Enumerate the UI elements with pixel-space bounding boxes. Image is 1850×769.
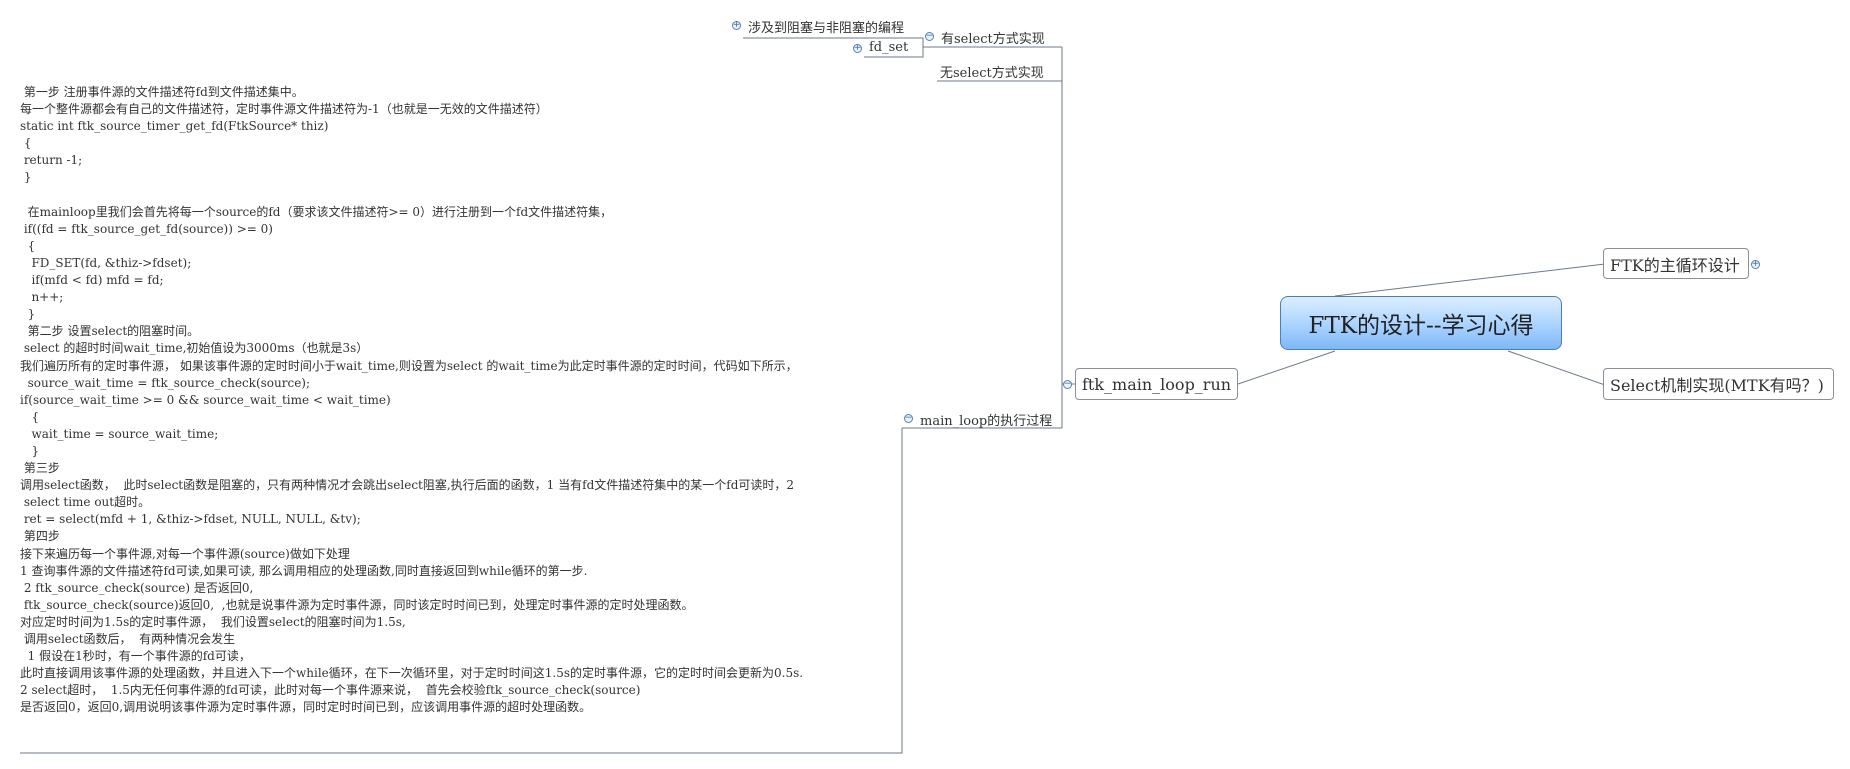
central-topic[interactable]: FTK的设计--学习心得 xyxy=(1280,296,1562,350)
central-topic-title: FTK的设计--学习心得 xyxy=(1308,313,1534,339)
note-line xyxy=(20,187,900,204)
subtopic-with-select[interactable]: 有select方式实现 xyxy=(941,32,1045,47)
note-line: 第一步 注册事件源的文件描述符fd到文件描述集中。 xyxy=(20,85,304,99)
note-line: 调用select函数， 此时select函数是阻塞的，只有两种情况才会跳出sel… xyxy=(20,478,795,493)
collapse-icon[interactable]: − xyxy=(925,31,934,41)
topic-label: Select机制实现(MTK有吗？) xyxy=(1610,376,1824,395)
note-line: if((fd = ftk_source_get_fd(source)) >= 0… xyxy=(20,221,273,236)
note-line: { xyxy=(20,409,40,424)
note-line: select 的超时时间wait_time,初始值设为3000ms（也就是3s） xyxy=(20,341,369,356)
note-line: { xyxy=(20,238,36,253)
note-line: 每一个整件源都会有自己的文件描述符，定时事件源文件描述符为-1（也就是一无效的文… xyxy=(20,102,548,117)
note-line: 在mainloop里我们会首先将每一个source的fd（要求该文件描述符>= … xyxy=(20,204,613,219)
note-line: } xyxy=(20,443,40,458)
note-line: } xyxy=(20,307,36,322)
note-line: static int ftk_source_timer_get_fd(FtkSo… xyxy=(20,119,329,134)
note-line: ftk_source_check(source)返回0, ,也就是说事件源为定时… xyxy=(20,597,694,612)
topic-label: FTK的主循环设计 xyxy=(1610,255,1740,275)
note-line: 2 select超时， 1.5内无任何事件源的fd可读，此时对每一个事件源来说，… xyxy=(20,683,641,698)
topic-main-loop-run[interactable]: ftk_main_loop_run xyxy=(1075,368,1238,400)
note-line: 我们遍历所有的定时事件源， 如果该事件源的定时时间小于wait_time,则设置… xyxy=(20,358,798,373)
note-line: { xyxy=(20,136,32,151)
note-line: 调用select函数后， 有两种情况会发生 xyxy=(20,632,236,646)
note-line: 1 查询事件源的文件描述符fd可读,如果可读, 那么调用相应的处理函数,同时直接… xyxy=(20,563,588,578)
note-line: 此时直接调用该事件源的处理函数，并且进入下一个while循环，在下一次循环里，对… xyxy=(20,666,804,681)
note-line: n++; xyxy=(20,290,64,305)
collapse-icon[interactable]: − xyxy=(904,413,913,423)
note-line: 第四步 xyxy=(20,529,60,544)
note-line: 是否返回0，返回0,调用说明该事件源为定时事件源，同时定时时间已到，应该调用事件… xyxy=(20,700,592,715)
subtopic-main-loop-process[interactable]: main_loop的执行过程 xyxy=(920,414,1053,429)
collapse-icon[interactable]: − xyxy=(1063,379,1072,389)
note-line: 对应定时时间为1.5s的定时事件源， 我们设置select的阻塞时间为1.5s, xyxy=(20,614,406,629)
note-block: 第一步 注册事件源的文件描述符fd到文件描述集中。每一个整件源都会有自己的文件描… xyxy=(20,84,900,716)
note-line: if(source_wait_time >= 0 && source_wait_… xyxy=(20,392,391,407)
note-line: select time out超时。 xyxy=(20,495,151,510)
topic-select-impl[interactable]: Select机制实现(MTK有吗？) xyxy=(1603,368,1834,400)
note-line: } xyxy=(20,170,32,185)
topic-label: ftk_main_loop_run xyxy=(1082,374,1232,394)
note-line: FD_SET(fd, &thiz->fdset); xyxy=(20,255,192,270)
note-line: ret = select(mfd + 1, &thiz->fdset, NULL… xyxy=(20,512,361,527)
note-line: 第二步 设置select的阻塞时间。 xyxy=(20,324,200,339)
note-line: if(mfd < fd) mfd = fd; xyxy=(20,273,164,288)
note-line: return -1; xyxy=(20,153,83,168)
expand-icon[interactable]: + xyxy=(732,20,741,30)
note-line: 接下来遍历每一个事件源,对每一个事件源(source)做如下处理 xyxy=(20,546,350,561)
expand-icon[interactable]: + xyxy=(1751,259,1760,269)
subtopic-fd-set[interactable]: fd_set xyxy=(869,40,909,55)
note-line: source_wait_time = ftk_source_check(sour… xyxy=(20,375,311,390)
note-line: 2 ftk_source_check(source) 是否返回0, xyxy=(20,580,254,595)
note-line: 1 假设在1秒时，有一个事件源的fd可读， xyxy=(20,649,251,664)
expand-icon[interactable]: + xyxy=(853,43,862,53)
subtopic-without-select[interactable]: 无select方式实现 xyxy=(940,66,1044,81)
subtopic-blocking-programming[interactable]: 涉及到阻塞与非阻塞的编程 xyxy=(748,21,905,36)
note-line: 第三步 xyxy=(20,461,60,476)
note-line: wait_time = source_wait_time; xyxy=(20,426,219,441)
topic-main-loop-design[interactable]: FTK的主循环设计 xyxy=(1603,248,1749,279)
